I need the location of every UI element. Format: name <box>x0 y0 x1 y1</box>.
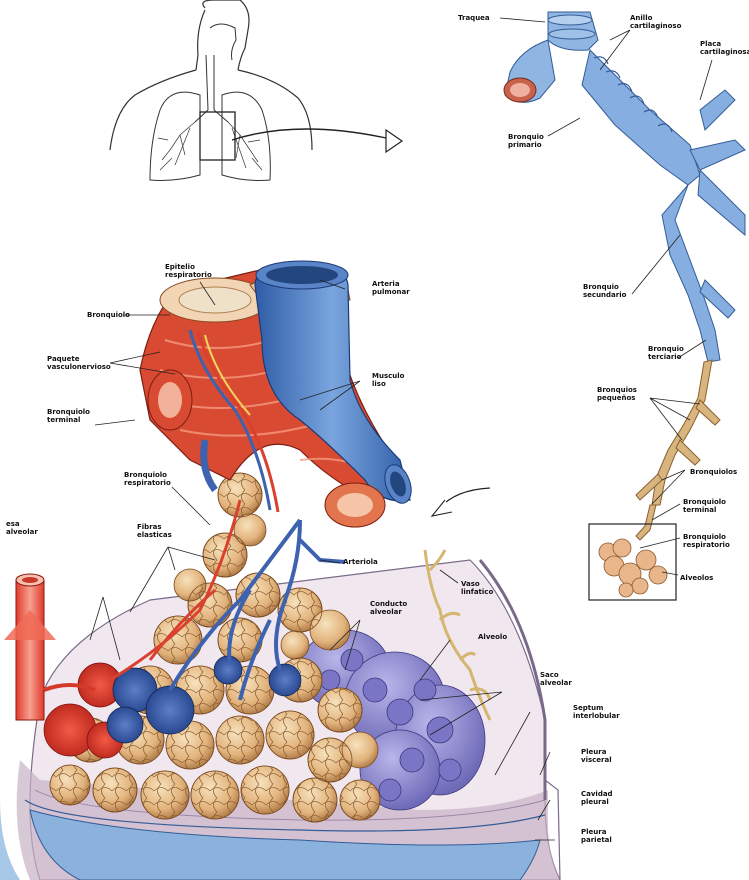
label-alveolar-duct: Conducto alveolar <box>370 600 407 616</box>
label-pulmonary-artery: Arteria pulmonar <box>372 280 410 296</box>
label-smooth-muscle: Musculo liso <box>372 372 404 388</box>
zoom-box <box>200 112 235 160</box>
lungs-outline <box>150 92 270 180</box>
label-primary-bronchus: Bronquio primario <box>508 133 544 149</box>
zoom-arrow-right <box>232 129 395 140</box>
label-trachea: Traquea <box>458 14 490 22</box>
label-alveolus: Alveolo <box>478 633 507 641</box>
trachea-outline <box>195 24 236 122</box>
label-visceral-pleura: Pleura visceral <box>581 748 612 764</box>
label-small-bronchi: Bronquios pequeños <box>597 386 637 402</box>
label-secondary-bronchus: Bronquio secundario <box>583 283 626 299</box>
label-alveolar-sac: Saco alveolar <box>540 671 572 687</box>
label-tertiary-bronchus: Bronquio terciario <box>648 345 684 361</box>
bronchial-tree-sketch <box>158 122 262 170</box>
label-cartilage-plate: Placa cartilaginosa <box>700 40 749 56</box>
label-bronchiole: Bronquiolo <box>87 311 130 319</box>
label-interlobular-septum: Septum interlobular <box>573 704 620 720</box>
label-arteriole: Arteriola <box>343 558 378 566</box>
label-respiratory-bronchiole: Bronquiolo respiratorio <box>124 471 171 487</box>
label-respiratory-bronchiole-right: Bronquiolo respiratorio <box>683 533 730 549</box>
label-elastic-fibers: Fibras elasticas <box>137 523 172 539</box>
label-lymphatic-vessel: Vaso linfatico <box>461 580 493 596</box>
label-parietal-pleura: Pleura parietal <box>581 828 612 844</box>
torso-outline <box>110 0 312 150</box>
label-terminal-bronchiole-right: Bronquiolo terminal <box>683 498 726 514</box>
label-cartilage-rings: Anillo cartilaginoso <box>630 14 681 30</box>
label-pleural-cavity: Cavidad pleural <box>581 790 613 806</box>
label-neurovascular-bundle: Paquete vasculonervioso <box>47 355 111 371</box>
label-bronchioles: Bronquiolos <box>690 468 737 476</box>
label-vein: esa alveolar <box>6 520 38 536</box>
label-alveoli: Alveolos <box>680 574 713 582</box>
label-respiratory-epithelium: Epitelio respiratorio <box>165 263 212 279</box>
label-terminal-bronchiole-left: Bronquiolo terminal <box>47 408 90 424</box>
